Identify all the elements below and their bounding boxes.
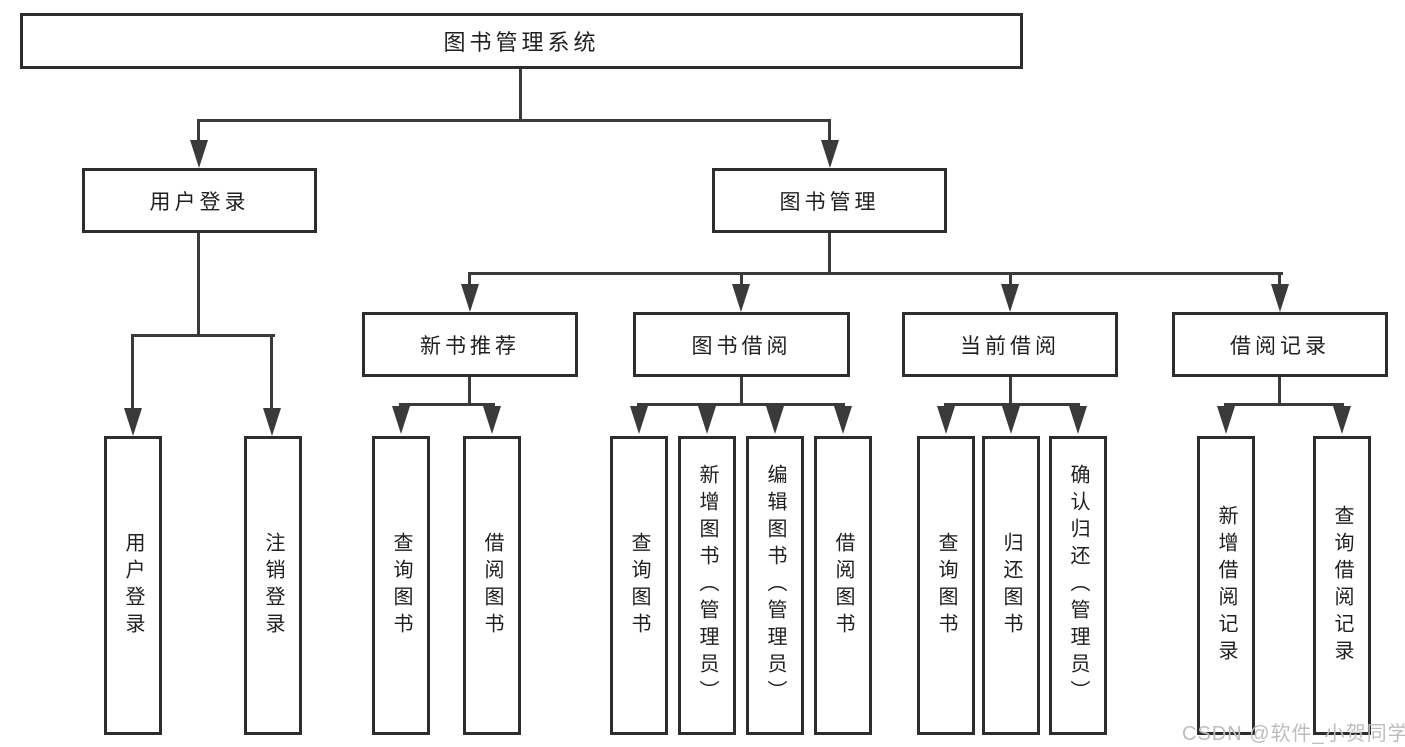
edge-user-login-left-stub: [131, 334, 134, 412]
arrow-down-icon: [1333, 406, 1351, 434]
node-book-management: 图书管理: [712, 168, 947, 233]
edge-borrowing-branch: [637, 403, 845, 406]
edge-recommend-stem: [468, 377, 471, 406]
leaf-add-book-admin: 新增图书（管理员）: [678, 436, 736, 735]
edge-root-branch: [197, 119, 831, 122]
arrow-down-icon: [766, 406, 784, 434]
arrow-down-icon: [190, 140, 208, 168]
edge-user-login-branch: [131, 334, 275, 337]
arrow-down-icon: [1002, 406, 1020, 434]
edge-borrowing-stem: [740, 377, 743, 406]
leaf-user-login: 用户登录: [104, 436, 162, 735]
edge-current-branch: [944, 403, 1080, 406]
node-borrowing-records: 借阅记录: [1172, 312, 1388, 377]
edge-root-right-stub: [828, 119, 831, 145]
arrow-down-icon: [263, 408, 281, 436]
node-library-management-system: 图书管理系统: [20, 13, 1023, 69]
edge-records-branch: [1224, 403, 1344, 406]
arrow-down-icon: [1069, 406, 1087, 434]
edge-l3-stub: [740, 272, 743, 288]
arrow-down-icon: [483, 406, 501, 434]
arrow-down-icon: [698, 406, 716, 434]
arrow-down-icon: [937, 406, 955, 434]
edge-recommend-branch: [399, 403, 495, 406]
edge-l3-stub: [1278, 272, 1281, 288]
edge-root-left-stub: [197, 119, 200, 145]
edge-user-login-right-stub: [270, 334, 273, 412]
arrow-down-icon: [124, 408, 142, 436]
edge-book-mgmt-stem: [828, 233, 831, 275]
arrow-down-icon: [732, 284, 750, 312]
arrow-down-icon: [1217, 406, 1235, 434]
arrow-down-icon: [461, 284, 479, 312]
edge-root-stem: [519, 69, 522, 122]
leaf-borrow-book-recommend: 借阅图书: [463, 436, 521, 735]
arrow-down-icon: [1271, 284, 1289, 312]
leaf-query-book-recommend: 查询图书: [372, 436, 430, 735]
node-new-book-recommend: 新书推荐: [362, 312, 578, 377]
edge-records-stem: [1278, 377, 1281, 406]
csdn-watermark: CSDN @软件_小贺同学: [1182, 723, 1405, 745]
arrow-down-icon: [821, 140, 839, 168]
node-book-borrowing: 图书借阅: [633, 312, 850, 377]
leaf-add-borrow-record: 新增借阅记录: [1197, 436, 1255, 735]
node-current-borrowing: 当前借阅: [902, 312, 1118, 377]
leaf-edit-book-admin: 编辑图书（管理员）: [746, 436, 804, 735]
edge-user-login-stem: [197, 233, 200, 337]
leaf-query-book-current: 查询图书: [917, 436, 975, 735]
leaf-confirm-return-admin: 确认归还（管理员）: [1049, 436, 1107, 735]
arrow-down-icon: [392, 406, 410, 434]
node-user-login: 用户登录: [82, 168, 317, 233]
leaf-borrow-book: 借阅图书: [814, 436, 872, 735]
edge-book-mgmt-branch: [468, 272, 1283, 275]
edge-l3-stub: [468, 272, 471, 288]
arrow-down-icon: [630, 406, 648, 434]
leaf-query-book-borrowing: 查询图书: [610, 436, 668, 735]
leaf-query-borrow-record: 查询借阅记录: [1313, 436, 1371, 735]
arrow-down-icon: [1001, 284, 1019, 312]
edge-current-stem: [1009, 377, 1012, 406]
arrow-down-icon: [834, 406, 852, 434]
leaf-return-book: 归还图书: [982, 436, 1040, 735]
leaf-logout: 注销登录: [244, 436, 302, 735]
edge-l3-stub: [1009, 272, 1012, 288]
